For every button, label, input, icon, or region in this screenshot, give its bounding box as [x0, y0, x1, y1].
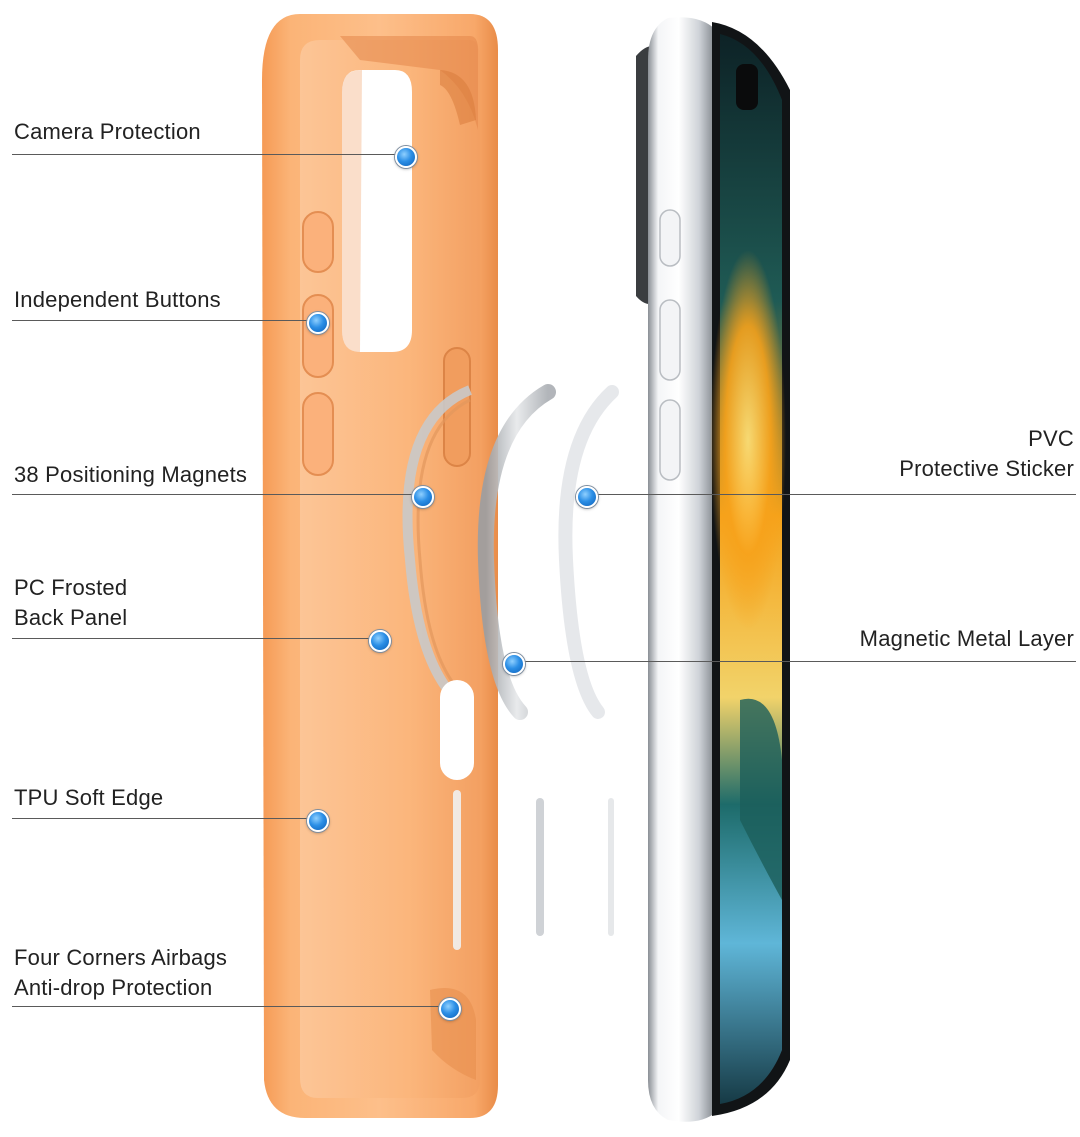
leader-line-pvc-protective-sticker [585, 494, 1076, 495]
label-four-corners-airbags: Four Corners Airbags Anti-drop Protectio… [14, 945, 228, 1000]
label-camera-protection: Camera Protection [14, 119, 201, 144]
label-tpu-soft-edge: TPU Soft Edge [14, 785, 164, 810]
label-magnetic-metal-layer: Magnetic Metal Layer [859, 626, 1074, 651]
label-pc-frosted-back-panel: PC Frosted Back Panel [14, 575, 128, 630]
leader-line-positioning-magnets [12, 494, 421, 495]
marker-dot-pvc-protective-sticker [576, 486, 598, 508]
leader-line-independent-buttons [12, 320, 316, 321]
magnetic-rings [477, 384, 619, 936]
phone [636, 17, 790, 1122]
leader-line-four-corners-airbags [12, 1006, 448, 1007]
marker-dot-independent-buttons [307, 312, 329, 334]
leader-line-camera-protection [12, 154, 404, 155]
leader-line-pc-frosted-back-panel [12, 638, 378, 639]
label-independent-buttons: Independent Buttons [14, 287, 221, 312]
phone-case [262, 14, 498, 1118]
marker-dot-pc-frosted-back-panel [369, 630, 391, 652]
label-positioning-magnets: 38 Positioning Magnets [14, 462, 248, 487]
marker-dot-camera-protection [395, 146, 417, 168]
leader-line-magnetic-metal-layer [512, 661, 1076, 662]
marker-dot-positioning-magnets [412, 486, 434, 508]
marker-dot-magnetic-metal-layer [503, 653, 525, 675]
leader-line-tpu-soft-edge [12, 818, 316, 819]
marker-dot-tpu-soft-edge [307, 810, 329, 832]
label-pvc-protective-sticker: PVC Protective Sticker [899, 426, 1074, 481]
marker-dot-four-corners-airbags [439, 998, 461, 1020]
